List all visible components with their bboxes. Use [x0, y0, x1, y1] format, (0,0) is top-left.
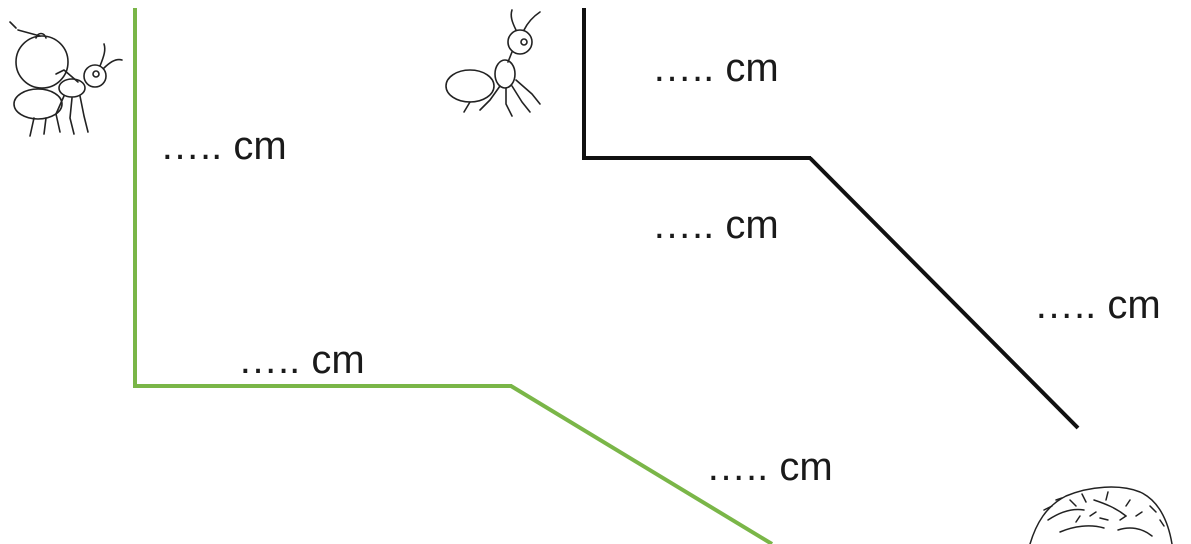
- green-segment-diagonal: [509, 384, 774, 544]
- black-path: [582, 8, 1080, 430]
- green-path: [133, 8, 774, 544]
- black-segment-diagonal: [808, 156, 1080, 430]
- black-diagonal-label: ….. cm: [1034, 283, 1161, 327]
- ant-with-apple-icon: [9, 21, 123, 137]
- ant-icon: [445, 9, 541, 117]
- anthill-icon: [1029, 486, 1173, 544]
- green-vertical-label: ….. cm: [160, 124, 287, 168]
- black-vertical-label: ….. cm: [652, 46, 779, 90]
- black-horizontal-label: ….. cm: [652, 203, 779, 247]
- green-diagonal-label: ….. cm: [706, 445, 833, 489]
- green-horizontal-label: ….. cm: [238, 338, 365, 382]
